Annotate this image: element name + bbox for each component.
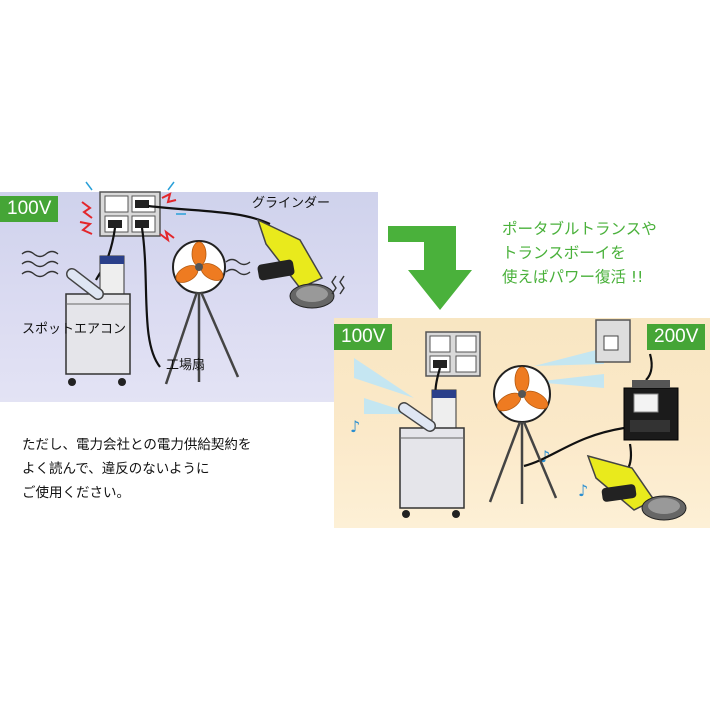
svg-text:♪: ♪	[578, 481, 588, 500]
promo-line-2: トランスボーイを	[502, 244, 626, 262]
grinder-label: グラインダー	[252, 196, 331, 211]
note-line-2: よく読んで、違反のないように	[22, 461, 210, 477]
grinder-icon	[586, 454, 687, 521]
light-ray-icon	[354, 348, 604, 414]
spot-aircon-icon	[65, 255, 131, 386]
wall-outlet-icon	[99, 191, 161, 237]
wall-outlet-icon	[425, 331, 481, 377]
voltage-badge-100v: 100V	[334, 324, 393, 350]
music-note-icon: ♪ ♪ ♪	[350, 417, 588, 500]
spot-aircon-label: スポットエアコン	[22, 322, 127, 337]
before-scene-illustration	[21, 181, 345, 386]
svg-text:♪: ♪	[350, 417, 360, 436]
promo-text: ポータブルトランスや トランスボーイを 使えばパワー復活 !!	[502, 217, 657, 289]
promo-line-1: ポータブルトランスや	[502, 220, 657, 238]
grinder-icon	[256, 218, 335, 309]
factory-fan-icon	[488, 365, 558, 504]
spot-aircon-icon	[398, 389, 465, 518]
note-line-3: ご使用ください。	[22, 485, 130, 501]
transition-arrow-icon	[388, 226, 472, 310]
after-scene-illustration: ♪ ♪ ♪	[350, 319, 687, 521]
factory-fan-icon	[164, 240, 240, 385]
heat-wave-icon	[21, 250, 59, 278]
svg-text:♪: ♪	[540, 447, 550, 466]
usage-note: ただし、電力会社との電力供給契約を よく読んで、違反のないように ご使用ください…	[22, 433, 251, 505]
voltage-badge-200v: 200V	[647, 324, 706, 350]
transformer-icon	[623, 380, 679, 441]
spark-icon	[79, 192, 177, 243]
note-line-1: ただし、電力会社との電力供給契約を	[22, 437, 252, 453]
switch-box-icon	[595, 319, 631, 363]
promo-line-3: 使えばパワー復活 !!	[502, 268, 644, 286]
voltage-badge-100v: 100V	[0, 196, 59, 222]
factory-fan-label: 工場扇	[166, 358, 206, 373]
